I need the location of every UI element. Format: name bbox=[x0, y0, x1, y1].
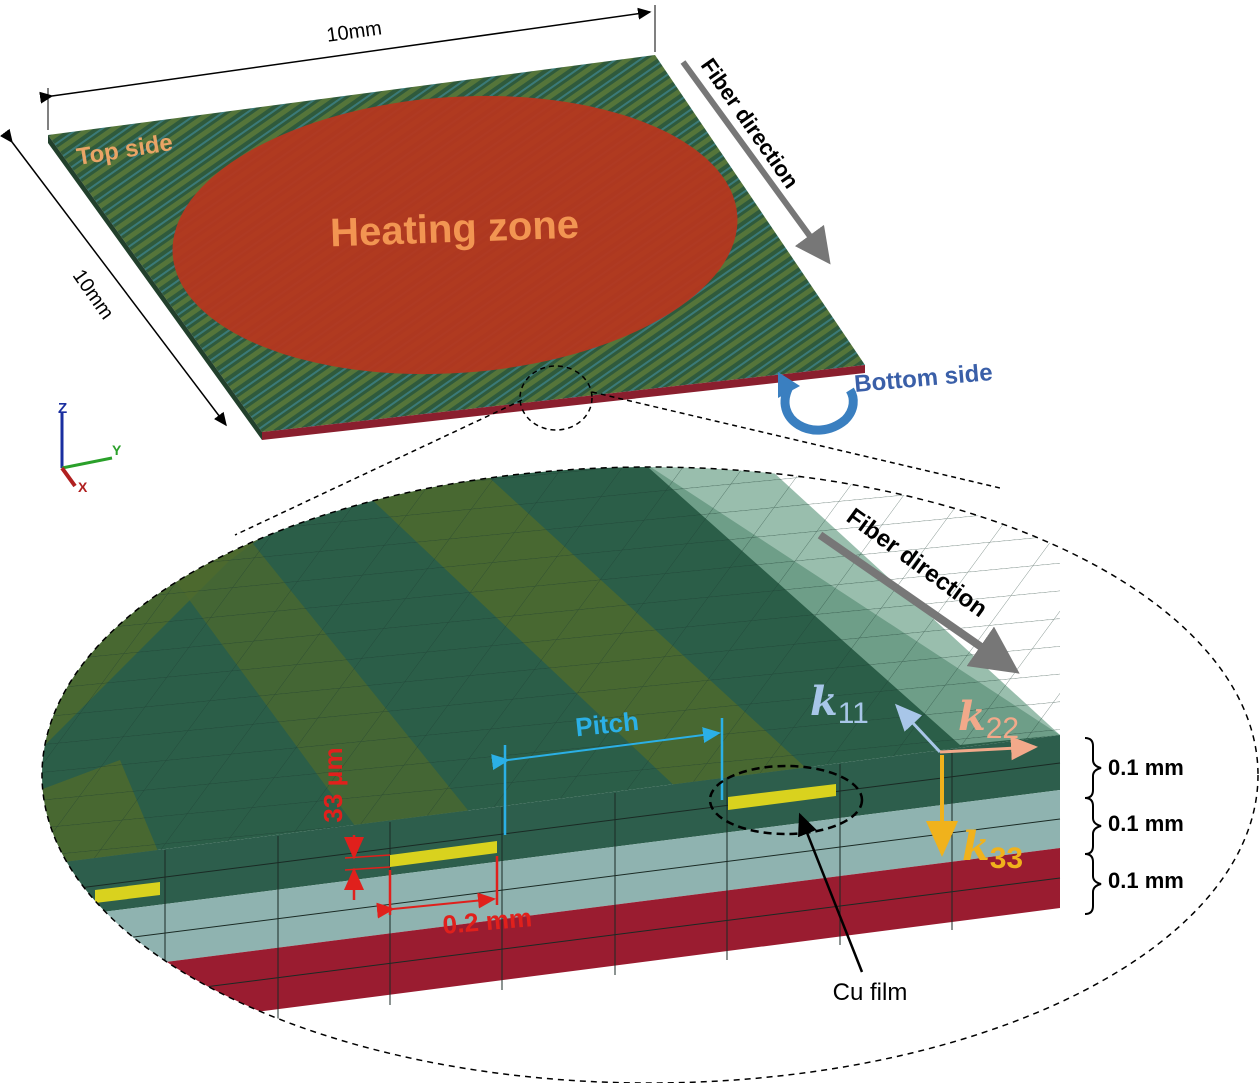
axis-x-label: X bbox=[78, 479, 88, 495]
axis-y-label: Y bbox=[112, 442, 122, 458]
thickness-extension bbox=[344, 866, 391, 871]
layer-thickness-label: 0.1 mm bbox=[1108, 868, 1184, 893]
cu-film bbox=[728, 784, 836, 810]
cu-film-pointer bbox=[798, 812, 864, 973]
cu-film bbox=[95, 882, 160, 903]
width-label: 10mm bbox=[325, 17, 383, 47]
heating-zone-label: Heating zone bbox=[329, 203, 579, 256]
axis-triad: Z Y X bbox=[58, 400, 122, 495]
cu-film-marker bbox=[708, 764, 864, 836]
detail-view bbox=[42, 467, 1061, 1040]
mesh-grid bbox=[42, 467, 1060, 865]
zoom-leader-line bbox=[234, 399, 523, 536]
width-dimension-line bbox=[39, 7, 652, 104]
flip-arrow-icon bbox=[780, 382, 858, 435]
heating-zone bbox=[172, 95, 738, 375]
k33-label: k33 bbox=[962, 823, 1023, 875]
layer-braces bbox=[1084, 737, 1102, 915]
k22-label: k22 bbox=[958, 693, 1019, 745]
k11-arrow bbox=[894, 703, 942, 754]
k11-label: k11 bbox=[810, 678, 869, 730]
thickness-label: 33 μm bbox=[318, 747, 348, 822]
plate-front-edge bbox=[262, 365, 865, 440]
layer-thickness-label: 0.1 mm bbox=[1108, 755, 1184, 780]
fiber-direction-arrow bbox=[680, 60, 831, 265]
pitch-label: Pitch bbox=[574, 706, 640, 742]
zoom-leader-line bbox=[591, 391, 1001, 489]
cu-film bbox=[390, 841, 497, 867]
depth-dimension-line bbox=[0, 128, 227, 427]
detail-outline bbox=[41, 466, 1259, 1083]
cu-film-label: Cu film bbox=[833, 979, 908, 1006]
cu-width-dimension-line bbox=[376, 892, 496, 919]
flip-arrow-head-icon bbox=[778, 372, 800, 398]
front-mesh-lines bbox=[42, 749, 1061, 1030]
axis-z-label: Z bbox=[58, 400, 67, 417]
thickness-extension bbox=[344, 854, 391, 859]
layer-thickness-label: 0.1 mm bbox=[1108, 811, 1184, 836]
pitch-dimension-line bbox=[491, 727, 721, 770]
detail-fiber-direction-arrow bbox=[817, 531, 1020, 674]
k22-arrow bbox=[939, 736, 1038, 761]
bottom-side-label: Bottom side bbox=[853, 359, 993, 398]
zoom-region-marker bbox=[519, 365, 593, 431]
depth-label: 10mm bbox=[68, 265, 118, 323]
layer-bottom bbox=[42, 848, 1060, 1040]
